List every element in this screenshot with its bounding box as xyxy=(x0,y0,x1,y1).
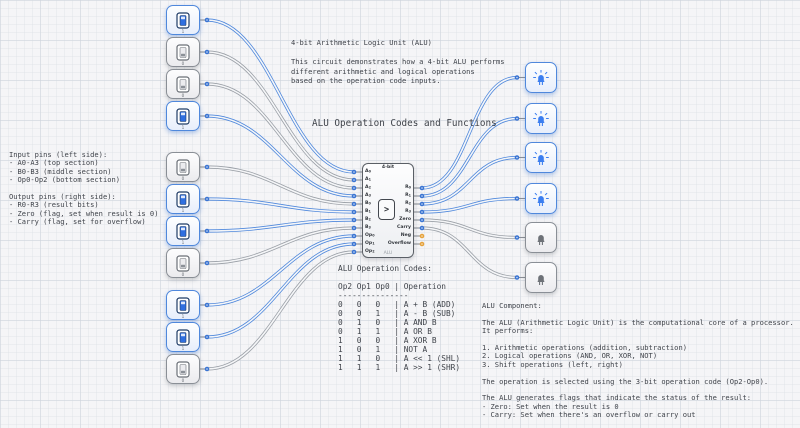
toggle-switch-icon xyxy=(176,158,190,176)
alu-pin-B3: B3 xyxy=(365,225,371,230)
switch-value: 1 xyxy=(181,125,185,130)
opcode-table-text: ALU Operation Codes: Op2 Op1 Op0 | Opera… xyxy=(338,264,461,372)
led-output-Zero[interactable] xyxy=(525,222,557,253)
alu-pin-A0: A0 xyxy=(365,169,371,174)
led-output-R0[interactable] xyxy=(525,62,557,93)
alu-chevron-icon: > xyxy=(378,199,395,220)
toggle-switch-icon xyxy=(176,43,190,61)
alu-pin-A2: A2 xyxy=(365,185,371,190)
led-output-R2[interactable] xyxy=(525,142,557,173)
alu-pin-Op0: Op0 xyxy=(365,233,375,238)
alu-pin-Op2: Op2 xyxy=(365,249,375,254)
input-switch-A0[interactable]: 1 xyxy=(166,5,200,35)
input-switch-A3[interactable]: 1 xyxy=(166,101,200,131)
alu-description-text: ALU Component: The ALU (Arithmetic Logic… xyxy=(482,301,794,420)
switch-value: 0 xyxy=(181,378,185,383)
alu-pin-A1: A1 xyxy=(365,177,371,182)
alu-pin-Op1: Op1 xyxy=(365,241,375,246)
input-switch-Op2[interactable]: 0 xyxy=(166,354,200,384)
toggle-switch-icon xyxy=(176,222,190,240)
led-lit-icon xyxy=(533,110,549,126)
toggle-switch-icon xyxy=(176,107,190,125)
switch-value: 1 xyxy=(181,346,185,351)
alu-label: ALU xyxy=(383,251,393,256)
toggle-switch-icon xyxy=(176,296,190,314)
alu-pin-B0: B0 xyxy=(365,201,371,206)
alu-pin-Carry: Carry xyxy=(397,225,411,230)
alu-pin-R0: R0 xyxy=(405,185,411,190)
alu-pin-B1: B1 xyxy=(365,209,371,214)
switch-value: 0 xyxy=(181,176,185,181)
input-switch-A2[interactable]: 0 xyxy=(166,69,200,99)
toggle-switch-icon xyxy=(176,328,190,346)
switch-value: 1 xyxy=(181,208,185,213)
input-switch-Op0[interactable]: 1 xyxy=(166,290,200,320)
alu-pin-A3: A3 xyxy=(365,193,371,198)
switch-value: 0 xyxy=(181,93,185,98)
alu-pin-R1: R1 xyxy=(405,193,411,198)
alu-pin-Zero: Zero xyxy=(399,217,411,222)
input-switch-B1[interactable]: 1 xyxy=(166,184,200,214)
input-switch-B0[interactable]: 0 xyxy=(166,152,200,182)
led-lit-icon xyxy=(533,149,549,165)
input-switch-A1[interactable]: 0 xyxy=(166,37,200,67)
led-output-R3[interactable] xyxy=(525,183,557,214)
led-lit-icon xyxy=(533,69,549,85)
circuit-title-text: 4-bit Arithmetic Logic Unit (ALU) This c… xyxy=(291,38,505,85)
switch-value: 1 xyxy=(181,314,185,319)
switch-value: 0 xyxy=(181,272,185,277)
led-output-Carry[interactable] xyxy=(525,262,557,293)
switch-value: 1 xyxy=(181,240,185,245)
codes-caption-text: ALU Operation Codes and Functions xyxy=(312,118,497,129)
toggle-switch-icon xyxy=(176,190,190,208)
alu-pin-Overflow: Overflow xyxy=(387,241,411,246)
toggle-switch-icon xyxy=(176,360,190,378)
input-switch-B3[interactable]: 0 xyxy=(166,248,200,278)
led-output-R1[interactable] xyxy=(525,103,557,134)
alu-pin-Neg: Neg xyxy=(400,233,411,238)
switch-value: 0 xyxy=(181,61,185,66)
alu-pin-R3: R3 xyxy=(405,209,411,214)
toggle-switch-icon xyxy=(176,75,190,93)
toggle-switch-icon xyxy=(176,254,190,272)
input-switch-Op1[interactable]: 1 xyxy=(166,322,200,352)
led-lit-icon xyxy=(533,190,549,206)
alu-pin-R2: R2 xyxy=(405,201,411,206)
alu-title: 4-bit xyxy=(381,165,395,170)
led-unlit-icon xyxy=(537,274,545,285)
pin-legend-text: Input pins (left side): - A0-A3 (top sec… xyxy=(9,150,159,227)
led-unlit-icon xyxy=(537,234,545,245)
toggle-switch-icon xyxy=(176,11,190,29)
switch-value: 1 xyxy=(181,29,185,34)
input-switch-B2[interactable]: 1 xyxy=(166,216,200,246)
alu-pin-B2: B2 xyxy=(365,217,371,222)
